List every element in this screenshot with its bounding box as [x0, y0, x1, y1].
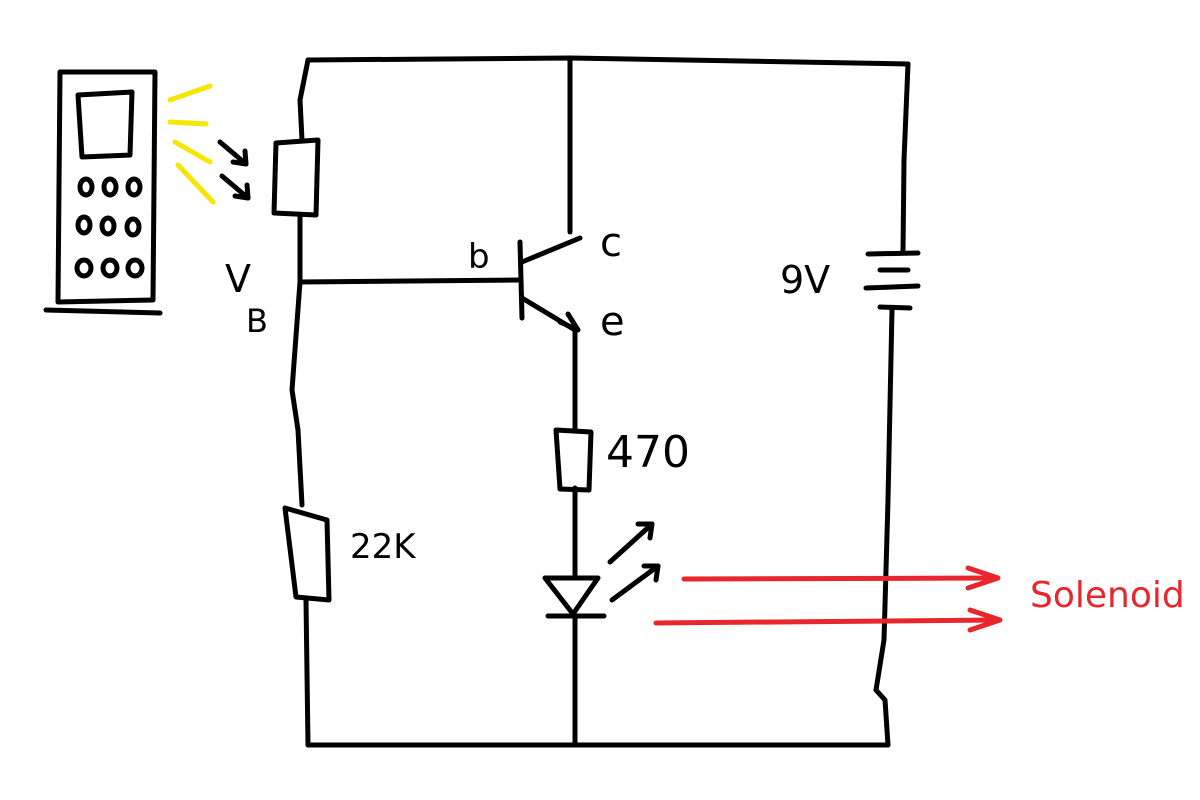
resistor-22k-label: 22K: [350, 527, 417, 567]
light-rays-icon: [167, 83, 216, 205]
resistor-470-label: 470: [606, 427, 690, 478]
circuit-wires: [289, 55, 911, 748]
remote-control-icon: [43, 69, 163, 316]
npn-transistor: [517, 235, 583, 333]
base-label: b: [468, 237, 490, 277]
vb-v-label: V: [225, 257, 251, 301]
battery-9v: [863, 250, 921, 311]
light-dependent-resistor: [271, 137, 321, 218]
light-sensor-arrows: [217, 139, 251, 201]
remote-buttons: [74, 176, 145, 279]
battery-label: 9V: [780, 258, 830, 302]
resistor-470: [553, 427, 594, 493]
led-diode: [542, 575, 607, 619]
emitter-label: e: [600, 299, 625, 345]
solenoid-output-arrows: [653, 565, 1003, 633]
solenoid-label: Solenoid: [1030, 575, 1185, 616]
led-emission-arrows: [607, 521, 661, 603]
collector-label: c: [600, 220, 622, 266]
vb-b-label: B: [246, 302, 268, 340]
resistor-22k: [282, 505, 332, 603]
